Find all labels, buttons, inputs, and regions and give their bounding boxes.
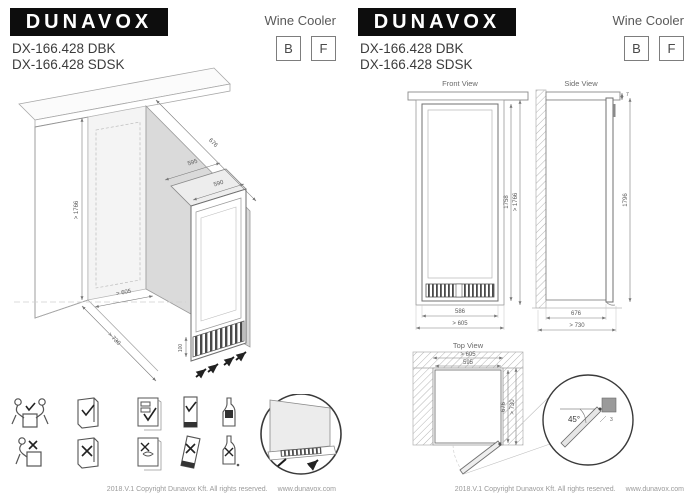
icon-spec-sheet-crossed bbox=[137, 437, 162, 471]
icon-spec-sheet-check bbox=[137, 397, 162, 431]
dim-label-niche-depth: > 730 bbox=[106, 332, 121, 347]
front-view: Front View 586 > 605 1758 > 1766 bbox=[407, 79, 529, 330]
icon-plinth-detail bbox=[260, 394, 342, 475]
top-dim-niche-width: > 605 bbox=[460, 352, 476, 358]
icon-manual-check bbox=[77, 397, 99, 429]
orthographic-views-drawing: Front View 586 > 605 1758 > 1766 bbox=[407, 79, 634, 475]
side-view-title: Side View bbox=[564, 79, 598, 88]
page-right: DUNAVOX Wine Cooler DX-166.428 DBK DX-16… bbox=[348, 0, 696, 500]
dim-label-niche-width: > 605 bbox=[116, 288, 133, 297]
icon-manual-crossed bbox=[77, 437, 99, 469]
brand-logo-2: DUNAVOX bbox=[358, 8, 516, 36]
top-dim-niche-depth: > 730 bbox=[510, 399, 516, 415]
side-dim-height: 1796 bbox=[623, 193, 629, 207]
dim-label-top-width: 595 bbox=[187, 159, 199, 168]
model-list-2: DX-166.428 DBK DX-166.428 SDSK bbox=[360, 41, 473, 73]
top-open-door bbox=[452, 440, 502, 475]
top-view-title: Top View bbox=[453, 341, 484, 350]
dim-label-niche-height: > 1766 bbox=[74, 200, 80, 219]
dim-label-top-depth: 676 bbox=[207, 138, 219, 150]
model-line-1: DX-166.428 DBK bbox=[360, 41, 464, 56]
front-dim-niche-height: > 1766 bbox=[513, 192, 519, 211]
product-type-label: Wine Cooler bbox=[264, 13, 336, 28]
model-line-1: DX-166.428 DBK bbox=[12, 41, 116, 56]
top-dim-depth: 676 bbox=[501, 401, 507, 412]
iso-dimensions bbox=[80, 99, 257, 382]
iso-installation-drawing: 595 676 590 > 1766 > 730 > 605 100 bbox=[14, 67, 257, 382]
front-dim-height: 1758 bbox=[504, 195, 510, 209]
footer-website-2: www.dunavox.com bbox=[625, 486, 684, 493]
top-view: Top View > 605 595 676 > 730 bbox=[412, 341, 634, 475]
iso-vent-grille bbox=[192, 320, 245, 358]
icon-tilted-crossed bbox=[180, 435, 201, 469]
dim-label-door-width: 590 bbox=[213, 180, 225, 189]
icon-upright-check bbox=[183, 396, 198, 428]
icon-carry-alone-crossed bbox=[15, 437, 42, 467]
page-footer-2: 2018.V.1 Copyright Dunavox Kft. All righ… bbox=[455, 486, 684, 493]
icon-bottle-crossed bbox=[222, 435, 240, 467]
instruction-icons bbox=[11, 394, 342, 475]
model-line-2: DX-166.428 SDSK bbox=[360, 57, 473, 72]
detail-door-gap: 3 bbox=[610, 417, 613, 423]
product-type-label-2: Wine Cooler bbox=[612, 13, 684, 28]
front-vent-grille bbox=[425, 283, 495, 298]
side-view: Side View 7 1796 676 > 730 bbox=[532, 79, 632, 332]
brand-logo: DUNAVOX bbox=[10, 8, 168, 36]
badge-b-2: B bbox=[624, 36, 649, 61]
side-dim-depth: 676 bbox=[571, 311, 582, 317]
badge-b: B bbox=[276, 36, 301, 61]
side-dim-niche-depth: > 730 bbox=[569, 323, 585, 329]
front-dim-niche-width: > 605 bbox=[452, 321, 468, 327]
page-footer: 2018.V.1 Copyright Dunavox Kft. All righ… bbox=[107, 486, 336, 493]
footer-website: www.dunavox.com bbox=[277, 486, 336, 493]
page-left: DUNAVOX Wine Cooler DX-166.428 DBK DX-16… bbox=[10, 8, 342, 493]
icon-carry-two-people bbox=[11, 398, 49, 428]
badge-f: F bbox=[311, 36, 336, 61]
footer-copyright: 2018.V.1 Copyright Dunavox Kft. All righ… bbox=[106, 486, 268, 493]
model-list: DX-166.428 DBK DX-166.428 SDSK bbox=[12, 41, 125, 73]
model-line-2: DX-166.428 SDSK bbox=[12, 57, 125, 72]
door-angle-detail: 45° 3 bbox=[463, 374, 634, 475]
footer-copyright-2: 2018.V.1 Copyright Dunavox Kft. All righ… bbox=[454, 486, 616, 493]
detail-door-angle: 45° bbox=[568, 415, 580, 424]
top-dim-width: 595 bbox=[463, 360, 474, 366]
badge-f-2: F bbox=[659, 36, 684, 61]
front-dim-width: 586 bbox=[455, 309, 466, 315]
iso-airflow-arrows bbox=[195, 351, 247, 379]
dim-label-plinth-height: 100 bbox=[178, 344, 184, 353]
side-dim-top-gap: 7 bbox=[626, 92, 629, 98]
front-view-title: Front View bbox=[442, 79, 478, 88]
icon-bottle-upright bbox=[222, 397, 236, 427]
